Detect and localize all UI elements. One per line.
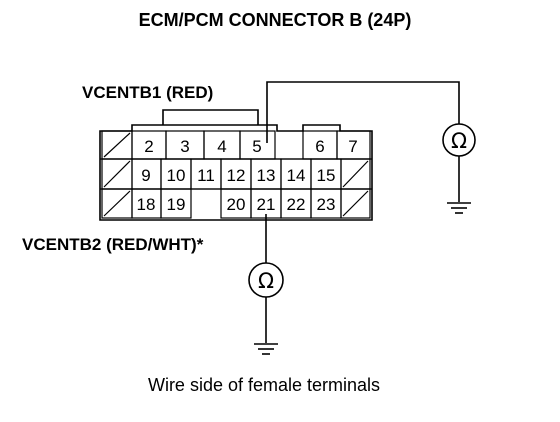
terminal-5: 5: [239, 130, 276, 160]
svg-text:11: 11: [197, 166, 215, 185]
terminal-12: 12: [220, 158, 252, 190]
terminal-4: 4: [203, 130, 241, 160]
svg-text:5: 5: [252, 137, 261, 156]
terminal-blank: [101, 188, 133, 219]
terminal-3: 3: [165, 130, 205, 160]
svg-text:Ω: Ω: [258, 269, 274, 293]
terminal-22: 22: [280, 188, 312, 219]
svg-text:3: 3: [180, 137, 189, 156]
terminal-9: 9: [131, 158, 162, 190]
terminal-blank: [340, 188, 371, 219]
terminal-6: 6: [302, 130, 338, 160]
terminal-11: 11: [190, 158, 222, 190]
terminal-14: 14: [280, 158, 312, 190]
svg-text:15: 15: [317, 166, 336, 185]
terminal-13: 13: [250, 158, 282, 190]
terminal-21: 21: [250, 188, 282, 219]
terminal-23: 23: [310, 188, 342, 219]
svg-text:14: 14: [287, 166, 306, 185]
terminal-15: 15: [310, 158, 342, 190]
wire-label-vcentb1: VCENTB1 (RED): [82, 83, 213, 102]
diagram-title: ECM/PCM CONNECTOR B (24P): [139, 10, 412, 30]
terminal-blank: [340, 158, 371, 190]
connector-row-3: 18 19 20 21 22 23: [101, 188, 371, 219]
svg-text:10: 10: [167, 166, 186, 185]
svg-text:4: 4: [217, 137, 226, 156]
diagram-caption: Wire side of female terminals: [148, 375, 380, 395]
ohmmeter-icon: Ω: [248, 262, 284, 298]
svg-text:13: 13: [257, 166, 276, 185]
terminal-2: 2: [131, 130, 167, 160]
terminal-18: 18: [131, 188, 162, 219]
wire-vcentb1: [266, 81, 460, 143]
svg-text:Ω: Ω: [451, 129, 467, 153]
connector-row-2: 9 10 11 12 13 14 15: [101, 158, 371, 190]
svg-text:23: 23: [317, 195, 336, 214]
terminal-7: 7: [336, 130, 371, 160]
ground-icon: [447, 202, 471, 214]
terminal-10: 10: [160, 158, 192, 190]
svg-text:9: 9: [141, 166, 150, 185]
wire-label-vcentb2: VCENTB2 (RED/WHT)*: [22, 235, 204, 254]
connector-row-1: 2 3 4 5 6 7: [101, 130, 371, 160]
svg-text:2: 2: [144, 137, 153, 156]
svg-text:21: 21: [257, 195, 276, 214]
ground-icon: [254, 343, 278, 355]
ohmmeter-icon: Ω: [442, 123, 476, 157]
svg-text:22: 22: [287, 195, 306, 214]
svg-text:7: 7: [348, 137, 357, 156]
svg-text:12: 12: [227, 166, 246, 185]
terminal-blank: [101, 158, 133, 190]
svg-text:6: 6: [315, 137, 324, 156]
svg-text:20: 20: [227, 195, 246, 214]
terminal-20: 20: [220, 188, 252, 219]
terminal-19: 19: [160, 188, 192, 219]
terminal-blank: [101, 130, 133, 160]
svg-text:19: 19: [167, 195, 186, 214]
svg-text:18: 18: [137, 195, 156, 214]
